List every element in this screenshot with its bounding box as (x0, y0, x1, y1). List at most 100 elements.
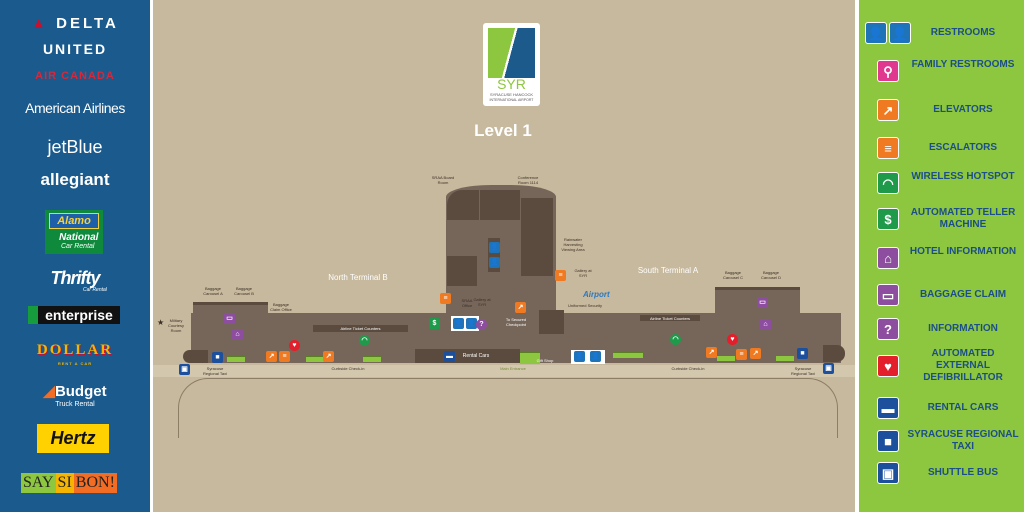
military-star-icon: ★ (157, 318, 165, 327)
say-text: SAY (21, 473, 56, 493)
dollar-logo: DOLLAR (36, 342, 114, 358)
restroom-icon[interactable]: 👤 (489, 242, 500, 253)
hotel-icon[interactable]: ⌂ (232, 329, 243, 340)
baggage-a-label: Baggage Carousel A (203, 286, 223, 296)
shuttle-bus-icon: ▣ (877, 462, 899, 484)
wifi-icon[interactable]: ◠ (670, 334, 681, 345)
legend-item-information: ? INFORMATION (859, 318, 1024, 348)
atm-icon[interactable]: $ (429, 318, 440, 329)
baggage-icon: ▭ (877, 284, 899, 306)
escalator-icon: ≡ (877, 137, 899, 159)
security-room (539, 310, 564, 334)
legend-item-restroom: 👤👤RESTROOMS (859, 22, 1024, 52)
atm-icon: $ (877, 208, 899, 230)
legend-label: HOTEL INFORMATION (909, 246, 1017, 257)
legend-item-baggage: ▭BAGGAGE CLAIM (859, 284, 1024, 314)
legend-label: WIRELESS HOTSPOT (911, 171, 1015, 182)
elevator-icon[interactable]: ↗ (750, 348, 761, 359)
defibrillator-icon[interactable]: ♥ (727, 334, 738, 345)
rental-cars-label: Rental Cars (462, 353, 490, 359)
legend-label: FAMILY RESTROOMS (911, 59, 1015, 70)
si-text: SI (55, 473, 74, 493)
national-sub-text: Car Rental (61, 243, 95, 250)
legend-label: RESTROOMS (930, 27, 996, 38)
north-baggage-hall (193, 302, 268, 316)
north-terminal-label: North Terminal B (328, 273, 388, 282)
taxi-north-label: Syracuse Regional Taxi (203, 366, 227, 376)
restroom-icon[interactable]: 👤 (590, 351, 601, 362)
main-entrance-label: Main Entrance (500, 366, 526, 371)
elevator-icon[interactable]: ↗ (706, 347, 717, 358)
partner-logos-panel: ▲ DELTA UNITED AIR CANADA American Airli… (0, 0, 150, 512)
elevator-icon[interactable]: ↗ (266, 351, 277, 362)
legend-divider (855, 0, 859, 512)
legend-item-rental-car: ▬RENTAL CARS (859, 397, 1024, 427)
restroom-icon[interactable]: 👤 (453, 318, 464, 329)
legend-item-wifi: ◠ WIRELESS HOTSPOT (859, 171, 1024, 202)
national-text: National (59, 232, 99, 243)
legend-label: ELEVATORS (933, 104, 993, 115)
legend-label: SYRACUSE REGIONAL TAXI (907, 429, 1019, 452)
enterprise-logo: enterprise (28, 306, 120, 324)
ticket-north-label: Airline Ticket Counters (340, 326, 381, 331)
restroom-icon: 👤 (865, 22, 887, 44)
legend-label: INFORMATION (928, 323, 998, 334)
restroom-icon[interactable]: 👤 (489, 257, 500, 268)
conference-room (480, 190, 520, 220)
baggage-claim-office-label: Baggage Claim Office (270, 302, 292, 312)
escalator-icon[interactable]: ≡ (555, 270, 566, 281)
legend-label: SHUTTLE BUS (928, 467, 998, 478)
logo-line1: SYRACUSE HANCOCK (489, 92, 534, 97)
jetblue-logo: jetBlue (47, 137, 103, 157)
gallery-left-label: Gallery at SYR (473, 297, 491, 307)
united-logo: UNITED (42, 41, 108, 57)
hotel-icon: ⌂ (877, 247, 899, 269)
gallery-top-label: Gallery at SYR (574, 268, 592, 278)
taxi-icon: ■ (877, 430, 899, 452)
escalator-icon[interactable]: ≡ (736, 349, 747, 360)
hotel-icon[interactable]: ⌂ (760, 319, 771, 330)
elevator-icon[interactable]: ↗ (323, 351, 334, 362)
baggage-icon[interactable]: ▭ (224, 313, 235, 324)
information-icon: ? (877, 318, 899, 340)
south-ticket-counter (640, 315, 700, 321)
legend-panel: 👤👤RESTROOMS⚲FAMILY RESTROOMS↗ELEVATORS≡E… (855, 0, 1024, 512)
curbside-north-label: Curbside Check-in (331, 366, 365, 371)
north-ticket-counter (313, 325, 408, 332)
level-title: Level 1 (474, 121, 532, 140)
delta-logo: ▲ DELTA (31, 15, 119, 32)
escalator-icon[interactable]: ≡ (440, 293, 451, 304)
gift-shop-label: Gift Shop (536, 358, 554, 363)
escalator-icon[interactable]: ≡ (279, 351, 290, 362)
baggage-icon[interactable]: ▭ (757, 297, 768, 308)
shuttle-bus-icon[interactable]: ▣ (823, 363, 834, 374)
information-icon[interactable]: ? (476, 319, 487, 330)
baggage-c-label: Baggage Carousel C (722, 270, 743, 280)
ticket-south-label: Airline Ticket Counters (649, 316, 690, 321)
curbside-checkin (717, 355, 735, 361)
checkpoint-label: To Secured Checkpoint (505, 317, 527, 327)
taxi-icon[interactable]: ■ (797, 348, 808, 359)
taxi-icon[interactable]: ■ (212, 352, 223, 363)
restroom-icon[interactable]: 👤 (466, 318, 477, 329)
rental-cars-counter (415, 349, 520, 363)
sraa-board-room (447, 190, 479, 220)
budget-text: Budget (54, 383, 107, 400)
shuttle-bus-icon[interactable]: ▣ (179, 364, 190, 375)
restroom-icon[interactable]: 👤 (574, 351, 585, 362)
thrifty-sub-text: Car Rental (83, 287, 107, 293)
bon-text: BON! (73, 473, 117, 493)
curbside-checkin (227, 356, 245, 362)
main-entrance-mat (520, 352, 540, 364)
military-courtesy-room-label: Military Courtesy Room (167, 318, 184, 333)
american-airlines-logo: American Airlines (25, 100, 125, 116)
wifi-icon[interactable]: ◠ (359, 335, 370, 346)
defibrillator-icon[interactable]: ♥ (289, 340, 300, 351)
wifi-icon: ◠ (877, 172, 899, 194)
south-carousel-bar (715, 287, 800, 290)
central-room (447, 256, 477, 286)
rental-car-icon[interactable]: ▬ (444, 351, 455, 362)
syr-airport-logo: SYR SYRACUSE HANCOCK INTERNATIONAL AIRPO… (483, 23, 540, 106)
elevator-icon[interactable]: ↗ (515, 302, 526, 313)
